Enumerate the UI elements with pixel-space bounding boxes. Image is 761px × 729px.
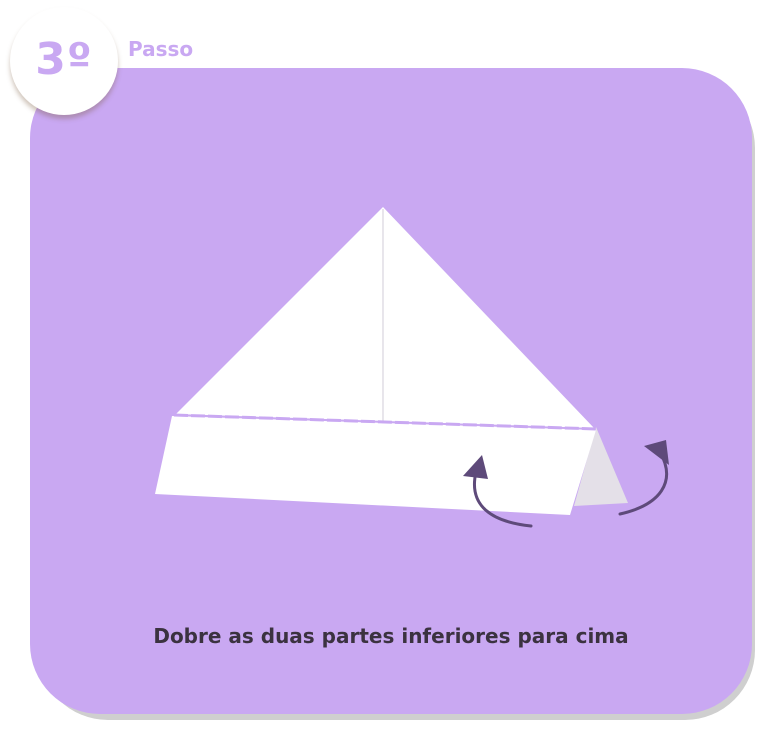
fold-line — [173, 413, 597, 431]
step-label: Passo — [128, 37, 194, 61]
curved-arrow-right-icon — [618, 440, 669, 516]
instruction-text: Dobre as duas partes inferiores para cim… — [153, 624, 629, 648]
step-number: 3º — [35, 33, 93, 85]
front-band — [155, 416, 596, 515]
curved-arrow-left-icon — [463, 455, 533, 528]
paper-triangle — [176, 207, 594, 428]
back-flap — [574, 427, 628, 506]
step-number-badge: 3º — [10, 7, 118, 115]
